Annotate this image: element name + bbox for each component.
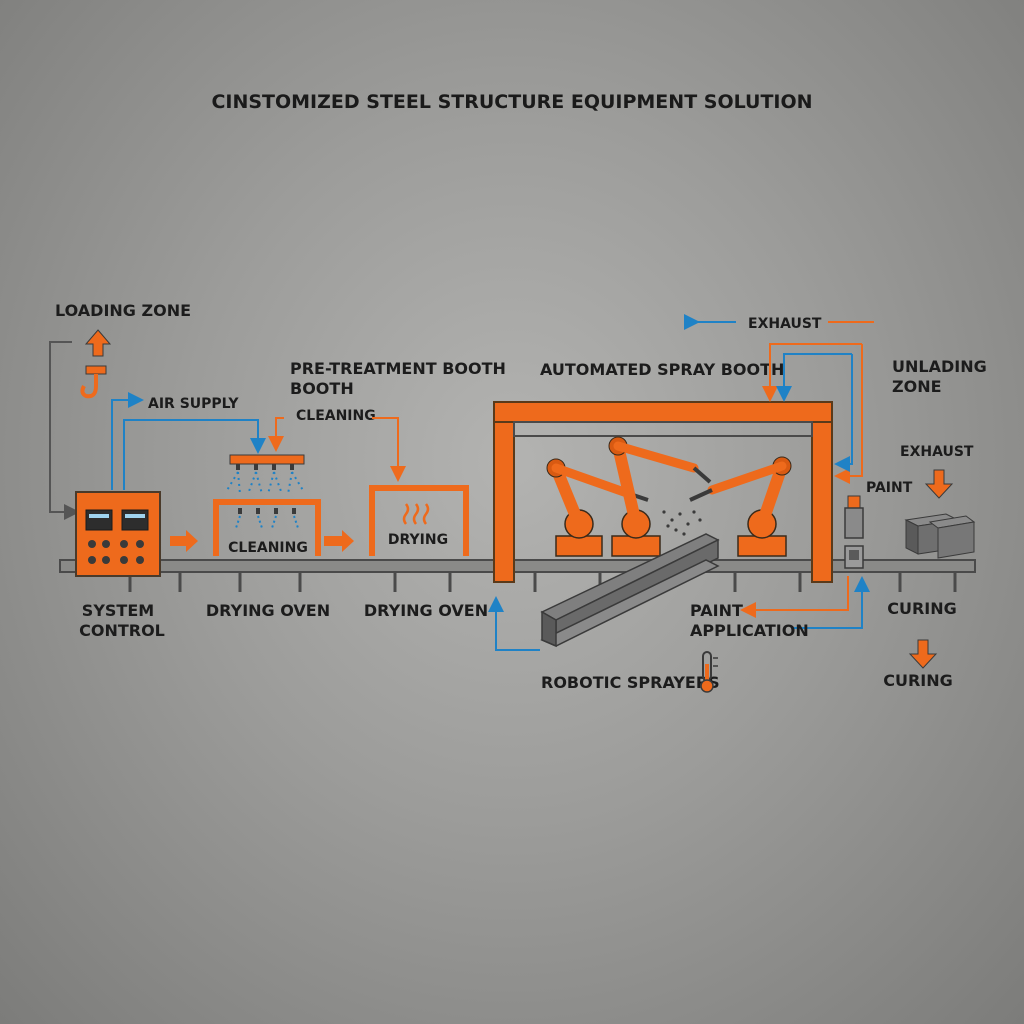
paint-application-label-1: PAINT bbox=[690, 601, 743, 620]
air-supply-label: AIR SUPPLY bbox=[148, 396, 239, 412]
heat-waves-icon bbox=[402, 503, 430, 525]
return-flow-line bbox=[49, 341, 80, 520]
exhaust-blue-loop bbox=[776, 353, 852, 402]
air-supply-arrow bbox=[111, 392, 144, 490]
drying-oven bbox=[369, 485, 469, 556]
exhaust-down-arrow-icon bbox=[924, 469, 954, 499]
conveyor bbox=[59, 559, 976, 592]
cleaning-to-drying-arrow bbox=[372, 417, 406, 482]
robot-arm-left bbox=[546, 458, 649, 557]
up-arrow-icon bbox=[84, 329, 112, 357]
exhaust-right-label: EXHAUST bbox=[900, 444, 974, 460]
paint-orange-arrow bbox=[740, 576, 849, 618]
spray-booth-frame bbox=[493, 401, 833, 583]
paint-application-label-2: APPLICATION bbox=[690, 621, 809, 640]
spray-nozzle-bar bbox=[225, 454, 305, 495]
robot-arm-right bbox=[689, 456, 792, 557]
exhaust-orange-return bbox=[834, 344, 863, 484]
paint-blue-arrow bbox=[794, 576, 870, 629]
pretreatment-label-1: PRE-TREATMENT BOOTH bbox=[290, 359, 506, 378]
paint-unit bbox=[844, 495, 864, 569]
system-control-label-1: SYSTEM bbox=[82, 601, 154, 620]
down-arrow-icon bbox=[908, 639, 938, 669]
loading-zone-label: LOADING ZONE bbox=[55, 301, 191, 320]
exhaust-orange-loop bbox=[762, 343, 862, 402]
thermometer-icon bbox=[700, 651, 718, 693]
drying-oven-label-1: DRYING OVEN bbox=[206, 601, 330, 620]
cleaning-feed-label: CLEANING bbox=[296, 408, 376, 424]
unloading-zone-label-1: UNLADING bbox=[892, 357, 987, 376]
drying-oven-label-2: DRYING OVEN bbox=[364, 601, 488, 620]
flow-arrow-1 bbox=[170, 530, 198, 552]
air-supply-to-nozzles bbox=[123, 419, 266, 490]
steel-i-beam bbox=[540, 533, 720, 648]
system-control-label-2: CONTROL bbox=[79, 621, 165, 640]
cleaning-booth bbox=[213, 499, 321, 556]
paint-label: PAINT bbox=[866, 480, 913, 496]
cleaning-booth-label: CLEANING bbox=[228, 540, 308, 556]
drying-label: DRYING bbox=[388, 532, 448, 548]
robot-arm-center bbox=[608, 436, 712, 557]
exhaust-blue-return bbox=[834, 354, 853, 472]
flow-arrow-2 bbox=[324, 530, 354, 552]
cleaning-feed-arrow bbox=[268, 417, 284, 452]
pretreatment-label-2: BOOTH bbox=[290, 379, 354, 398]
robotic-sprayers-label: ROBOTIC SPRAYERS bbox=[541, 673, 720, 692]
automated-spray-booth-label: AUTOMATED SPRAY BOOTH bbox=[540, 360, 784, 379]
exhaust-top-label: EXHAUST bbox=[748, 316, 822, 332]
paint-spray-particles bbox=[662, 510, 702, 536]
curing-label-2: CURING bbox=[883, 671, 953, 690]
beam-feed-arrow bbox=[488, 596, 540, 651]
system-control-cabinet bbox=[75, 491, 161, 577]
crane-hook-icon bbox=[80, 365, 107, 399]
curing-label-1: CURING bbox=[887, 599, 957, 618]
finished-beams-stack bbox=[904, 513, 976, 559]
diagram-title: CINSTOMIZED STEEL STRUCTURE EQUIPMENT SO… bbox=[211, 91, 812, 113]
unloading-zone-label-2: ZONE bbox=[892, 377, 942, 396]
